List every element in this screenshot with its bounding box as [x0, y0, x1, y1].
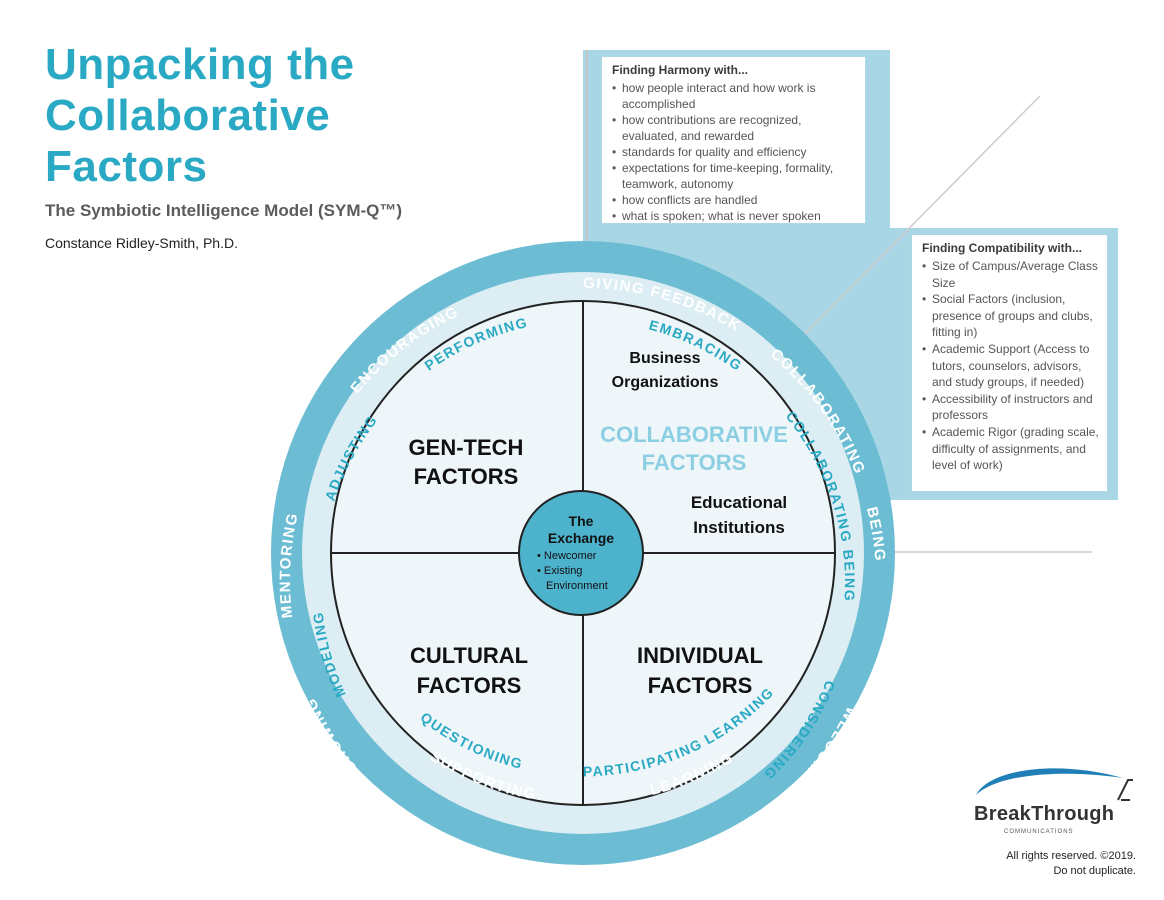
harmony-item: standards for quality and efficiency — [612, 144, 857, 160]
logo-subtitle: COMMUNICATIONS — [1004, 829, 1074, 835]
quadrant-individual-line2: FACTORS — [648, 673, 753, 698]
business-label-line2: Organizations — [612, 374, 719, 391]
logo-chair-mark — [1117, 779, 1133, 801]
compatibility-item: Social Factors (inclusion, presence of g… — [922, 291, 1103, 341]
page-title-line-3: Factors — [45, 142, 208, 191]
compatibility-item: Accessibility of instructors and profess… — [922, 391, 1103, 424]
harmony-item: how conflicts are handled — [612, 192, 857, 208]
harmony-bracket-line — [586, 50, 588, 300]
compatibility-item: Academic Rigor (grading scale, difficult… — [922, 424, 1103, 474]
education-label-line1: Educational — [691, 493, 787, 512]
exchange-circle — [518, 490, 644, 616]
copyright-line-1: All rights reserved. ©2019. — [1006, 850, 1136, 862]
compatibility-heading: Finding Compatibility with... — [922, 241, 1082, 255]
harmony-item: how contributions are recognized, evalua… — [612, 112, 857, 144]
exchange-title-line2: Exchange — [548, 530, 614, 546]
compatibility-item: Academic Support (Access to tutors, coun… — [922, 341, 1103, 391]
quadrant-cultural-line2: FACTORS — [417, 673, 522, 698]
quadrant-collaborative-line1: COLLABORATIVE — [600, 422, 788, 447]
harmony-item: what is spoken; what is never spoken — [612, 208, 857, 224]
compatibility-box: Finding Compatibility with... Size of Ca… — [911, 234, 1108, 492]
author: Constance Ridley-Smith, Ph.D. — [45, 235, 238, 251]
quadrant-gen-tech-line2: FACTORS — [414, 464, 519, 489]
exchange-item-newcomer: • Newcomer — [537, 550, 597, 562]
subtitle: The Symbiotic Intelligence Model (SYM-Q™… — [45, 201, 403, 220]
exchange-item-environment: Environment — [546, 580, 608, 592]
education-label-line2: Institutions — [693, 518, 785, 537]
harmony-item: expectations for time-keeping, formality… — [612, 160, 857, 192]
copyright-notice: All rights reserved. ©2019. Do not dupli… — [960, 849, 1136, 879]
exchange-item-existing: • Existing — [537, 565, 582, 577]
harmony-item: how people interact and how work is acco… — [612, 80, 857, 112]
harmony-list: how people interact and how work is acco… — [612, 80, 857, 224]
inner-ring-label-being: BEING — [840, 549, 858, 603]
business-label-line1: Business — [629, 350, 700, 367]
exchange-title-line1: The — [569, 513, 594, 529]
compatibility-item: Size of Campus/Average Class Size — [922, 258, 1103, 291]
quadrant-cultural-line1: CULTURAL — [410, 643, 528, 668]
page-title-line-2: Collaborative — [45, 91, 331, 140]
harmony-box: Finding Harmony with... how people inter… — [601, 56, 866, 224]
quadrant-gen-tech-line1: GEN-TECH — [409, 435, 524, 460]
logo-wordmark: BreakThrough — [974, 803, 1115, 825]
copyright-line-2: Do not duplicate. — [1053, 865, 1136, 877]
logo-swoosh — [976, 768, 1123, 795]
page-title-line-1: Unpacking the — [45, 40, 355, 89]
quadrant-individual-line1: INDIVIDUAL — [637, 643, 763, 668]
quadrant-collaborative-line2: FACTORS — [642, 450, 747, 475]
harmony-heading: Finding Harmony with... — [612, 63, 748, 77]
compatibility-list: Size of Campus/Average Class Size Social… — [922, 258, 1103, 474]
